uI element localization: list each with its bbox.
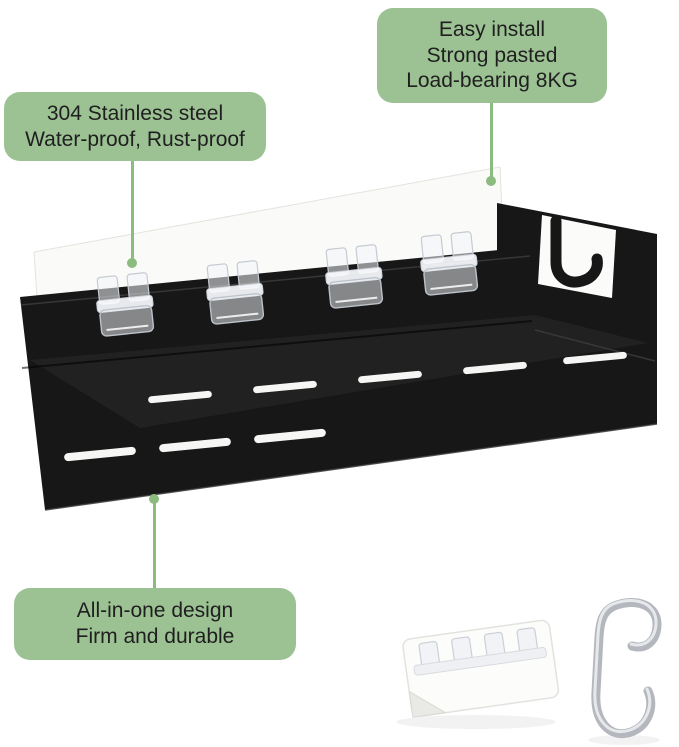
- adhesive-hook-2: [206, 260, 265, 325]
- callout-text-line: All-in-one design: [76, 599, 234, 623]
- s-hook: [591, 598, 662, 738]
- callout-text-line: Water-proof, Rust-proof: [25, 127, 245, 151]
- connector-line-design: [153, 502, 156, 590]
- drain-slots: [64, 351, 627, 462]
- connector-dot-install: [486, 176, 496, 186]
- callout-all-in-one-design: All-in-one design Firm and durable: [14, 588, 296, 660]
- shadow: [588, 735, 660, 745]
- adhesive-hook-1: [96, 272, 155, 337]
- hanging-hook: [538, 215, 616, 298]
- callout-text-line: Easy install: [438, 18, 546, 41]
- adhesive-hook-3: [325, 244, 384, 309]
- callout-text-line: 304 Stainless steel: [46, 102, 224, 125]
- callout-easy-install: Easy install Strong pasted Load-bearing …: [377, 8, 607, 103]
- callout-stainless-steel: 304 Stainless steel Water-proof, Rust-pr…: [4, 92, 266, 162]
- connector-dot-material: [127, 258, 137, 268]
- spare-adhesive-plate: [402, 619, 560, 718]
- adhesive-hook-4: [420, 231, 479, 296]
- shadow: [396, 715, 556, 729]
- callout-text-line: Strong pasted: [426, 43, 558, 67]
- callout-text-line: Firm and durable: [75, 625, 235, 648]
- connector-dot-design: [149, 494, 159, 504]
- connector-line-material: [131, 156, 134, 260]
- callout-text-line: Load-bearing 8KG: [406, 69, 578, 93]
- connector-line-install: [490, 94, 493, 182]
